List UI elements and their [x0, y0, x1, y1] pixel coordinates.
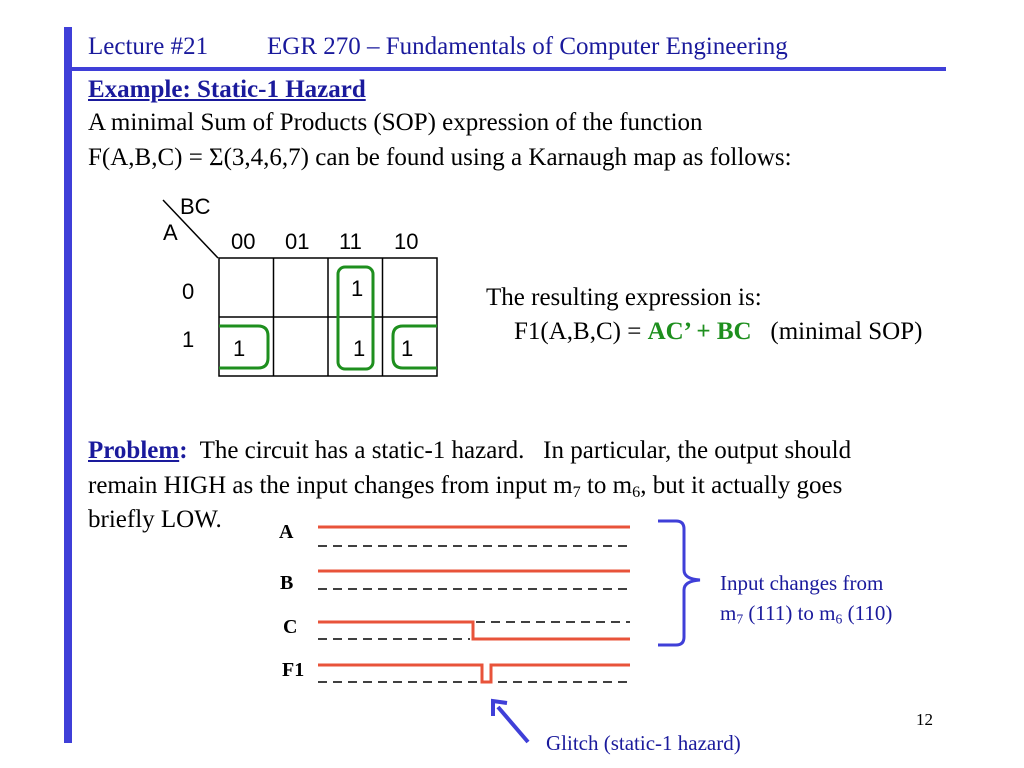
result-expression: F1(A,B,C) = AC’ + BC (minimal SOP)	[514, 318, 922, 346]
kmap-group-ac-right	[391, 324, 437, 370]
bracket-label-line-2: m7 (111) to m6 (110)	[720, 601, 892, 626]
result-sop-expr: AC’ + BC	[647, 318, 752, 345]
kmap-row-header-0: 0	[182, 279, 194, 304]
problem-text-2a: remain HIGH as the input changes from in…	[88, 472, 573, 499]
kmap-row-header-1: 1	[182, 327, 194, 352]
karnaugh-map: BC A 00 01 11 10 0 1 1 1 1 1	[162, 194, 438, 377]
left-accent-bar	[64, 27, 72, 743]
signal-label-c: C	[283, 616, 297, 638]
example-line-2: F(A,B,C) = Σ(3,4,6,7) can be found using…	[88, 144, 792, 171]
kmap-cell-1-00: 1	[233, 336, 245, 361]
kmap-cell-1-10: 1	[401, 336, 413, 361]
example-line-1: A minimal Sum of Products (SOP) expressi…	[88, 109, 703, 136]
kmap-col-header-11: 11	[339, 229, 362, 254]
problem-text-1: The circuit has a static-1 hazard. In pa…	[187, 437, 852, 464]
problem-text-2b: to m	[580, 472, 633, 499]
problem-colon: :	[179, 437, 188, 464]
result-lhs: F1(A,B,C) =	[514, 318, 648, 345]
problem-line-2: remain HIGH as the input changes from in…	[88, 472, 842, 500]
kmap-cell-0-11: 1	[351, 276, 363, 301]
page-number: 12	[916, 710, 933, 729]
kmap-col-header-01: 01	[285, 229, 309, 254]
result-note: (minimal SOP)	[770, 318, 923, 345]
problem-line-3: briefly LOW.	[88, 506, 222, 533]
signal-f1-wave	[318, 663, 630, 684]
problem-text-2c: , but it actually goes	[640, 472, 843, 499]
timing-diagram: A B C F1	[279, 519, 701, 744]
kmap-corner-diagonal	[162, 199, 219, 259]
problem-subscript-7: 7	[572, 483, 581, 502]
kmap-col-var-label: BC	[180, 194, 211, 219]
glitch-arrow-head	[491, 698, 508, 716]
glitch-label: Glitch (static-1 hazard)	[546, 731, 741, 755]
problem-label: Problem	[88, 437, 180, 464]
kmap-group-ac-left	[219, 324, 270, 370]
header-rule	[72, 67, 946, 71]
signal-label-b: B	[280, 572, 293, 594]
signal-label-f1: F1	[282, 659, 304, 681]
problem-line-1: Problem: The circuit has a static-1 haza…	[88, 437, 851, 465]
result-note-gap	[752, 318, 771, 345]
signal-c-wave	[318, 620, 630, 641]
bracket-label-line-1: Input changes from	[720, 571, 884, 595]
input-change-bracket	[658, 519, 701, 647]
course-title: EGR 270 – Fundamentals of Computer Engin…	[267, 33, 788, 60]
example-title: Example: Static-1 Hazard	[88, 76, 366, 103]
bracket-subscript-6: 6	[835, 611, 843, 627]
bracket-text-2c: (110)	[842, 601, 893, 625]
kmap-row-var-label: A	[163, 220, 178, 245]
bracket-text-2a: m	[720, 601, 737, 625]
kmap-col-header-00: 00	[231, 229, 255, 254]
signal-label-a: A	[279, 521, 294, 543]
kmap-cell-1-11: 1	[353, 336, 365, 361]
kmap-col-header-10: 10	[394, 229, 418, 254]
lecture-number: Lecture #21	[88, 33, 209, 60]
kmap-group-bc	[336, 265, 375, 371]
problem-subscript-6: 6	[632, 483, 641, 502]
result-intro: The resulting expression is:	[486, 284, 762, 311]
bracket-text-2b: (111) to m	[743, 601, 836, 625]
bracket-subscript-7: 7	[736, 611, 744, 627]
glitch-arrow-shaft	[496, 705, 530, 744]
